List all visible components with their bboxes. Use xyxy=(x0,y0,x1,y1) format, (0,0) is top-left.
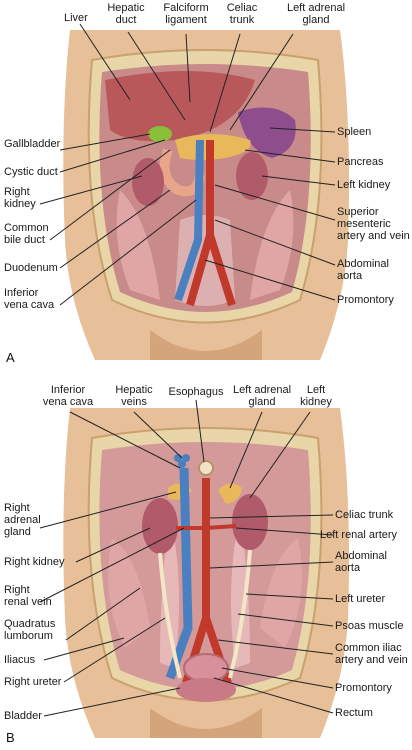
label-promontory: Promontory xyxy=(337,294,394,306)
label-promontory: Promontory xyxy=(335,682,392,694)
label-psoas-muscle: Psoas muscle xyxy=(335,620,404,632)
panel-a: Liver Hepatic duct Falciform ligament Ce… xyxy=(0,0,412,372)
label-right-ureter: Right ureter xyxy=(4,676,62,688)
rectum-b xyxy=(183,653,229,683)
groin-shadow-a xyxy=(150,330,262,360)
left-ureter-b xyxy=(228,549,252,679)
label-cystic-duct: Cystic duct xyxy=(4,166,58,178)
label-left-kidney: Left kidney xyxy=(300,384,332,408)
label-superior-mesenteric: Superior mesenteric artery and vein xyxy=(337,206,410,242)
panel-b: Inferior vena cava Hepatic veins Esophag… xyxy=(0,378,412,750)
label-inferior-vena-cava: Inferior vena cava xyxy=(4,287,55,311)
label-right-adrenal-gland: Right adrenal gland xyxy=(4,502,41,538)
label-common-iliac: Common iliac artery and vein xyxy=(335,642,408,666)
psoas-left-b xyxy=(160,518,179,668)
label-left-adrenal-gland: Left adrenal gland xyxy=(286,2,346,26)
label-spleen: Spleen xyxy=(337,126,372,138)
label-right-renal-vein: Right renal vein xyxy=(4,584,52,608)
psoas-right-b xyxy=(231,518,250,668)
right-ureter-b xyxy=(158,552,182,679)
label-liver: Liver xyxy=(64,12,88,24)
label-iliacus: Iliacus xyxy=(4,654,36,666)
label-abdominal-aorta: Abdominal aorta xyxy=(335,550,387,574)
label-common-bile-duct: Common bile duct xyxy=(4,222,49,246)
groin-shadow-b xyxy=(150,708,262,738)
right-kidney-b xyxy=(142,498,178,554)
aorta-a xyxy=(186,140,236,307)
panel-letter-a: A xyxy=(6,350,15,365)
label-abdominal-aorta: Abdominal aorta xyxy=(337,258,389,282)
label-left-kidney: Left kidney xyxy=(337,179,391,191)
quadratus-left-b xyxy=(108,538,150,648)
panel-letter-b: B xyxy=(6,730,15,745)
renal-vessels-b xyxy=(176,524,237,530)
bladder-b xyxy=(176,678,236,702)
label-pancreas: Pancreas xyxy=(337,156,384,168)
label-hepatic-veins: Hepatic veins xyxy=(115,384,153,408)
label-left-ureter: Left ureter xyxy=(335,593,386,605)
label-hepatic-duct: Hepatic duct xyxy=(107,2,145,26)
label-esophagus: Esophagus xyxy=(168,386,224,398)
label-falciform-ligament: Falciform ligament xyxy=(163,2,209,26)
spleen-a xyxy=(238,107,296,158)
left-kidney-a xyxy=(236,152,268,200)
label-gallbladder: Gallbladder xyxy=(4,138,61,150)
label-celiac-trunk: Celiac trunk xyxy=(335,509,394,521)
label-right-kidney: Right kidney xyxy=(4,186,36,210)
liver-a xyxy=(105,71,255,142)
right-kidney-a xyxy=(132,158,164,206)
ivc-a xyxy=(174,139,204,302)
label-inferior-vena-cava: Inferior vena cava xyxy=(42,384,94,408)
esophagus-b xyxy=(198,460,214,476)
label-left-renal-artery: Left renal artery xyxy=(320,529,398,541)
left-adrenal-b xyxy=(218,483,242,504)
leader-lines-b xyxy=(39,399,334,717)
panel-b-illustration xyxy=(39,399,349,738)
gallbladder-a xyxy=(148,126,172,142)
label-bladder: Bladder xyxy=(4,710,42,722)
label-left-adrenal-gland: Left adrenal gland xyxy=(232,384,292,408)
label-duodenum: Duodenum xyxy=(4,262,58,274)
label-celiac-trunk: Celiac trunk xyxy=(226,2,258,26)
leader-lines-a xyxy=(39,23,336,306)
label-right-kidney: Right kidney xyxy=(4,556,65,568)
left-kidney-b xyxy=(232,494,268,550)
label-rectum: Rectum xyxy=(335,707,373,719)
label-quadratus-lumborum: Quadratus lumborum xyxy=(4,618,56,642)
panel-a-illustration xyxy=(39,23,349,360)
back-muscle-right-a xyxy=(250,190,294,300)
